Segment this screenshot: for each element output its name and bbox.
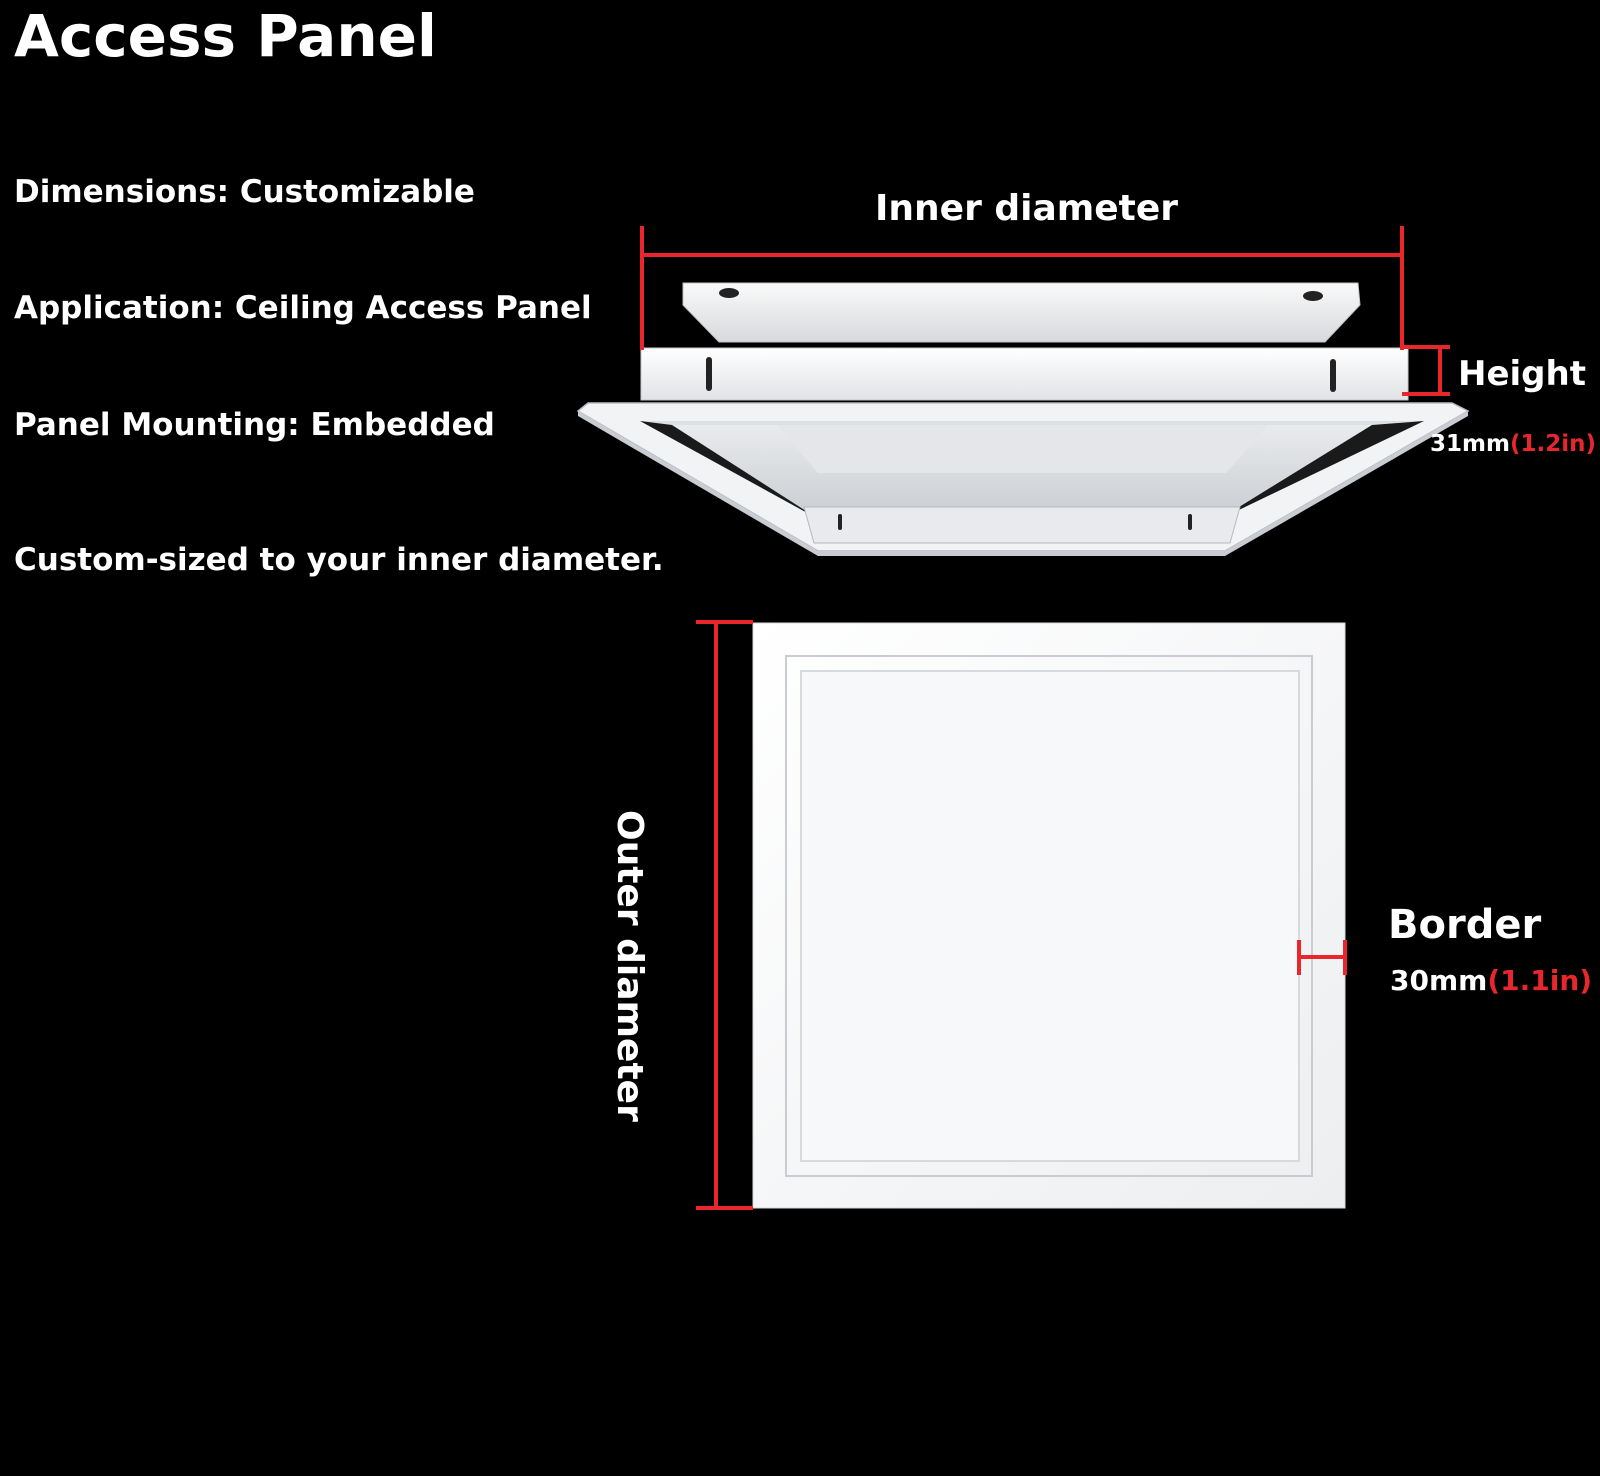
spec-application: Application: Ceiling Access Panel — [14, 290, 592, 326]
screw-hole-icon — [1303, 291, 1323, 301]
border-value: 30mm(1.1in) — [1390, 964, 1592, 997]
height-mm: 31mm — [1430, 431, 1510, 457]
panel-front-view — [752, 622, 1346, 1209]
slot-icon — [1188, 514, 1192, 530]
slot-icon — [838, 514, 842, 530]
frame-perspective-view — [576, 282, 1470, 556]
screw-hole-icon — [719, 288, 739, 298]
height-dimension — [1402, 345, 1450, 396]
spec-custom-size: Custom-sized to your inner diameter. — [14, 542, 664, 578]
outer-diameter-dimension — [696, 620, 753, 1210]
border-in: (1.1in) — [1487, 964, 1593, 997]
spec-mounting: Panel Mounting: Embedded — [14, 407, 495, 443]
height-value: 31mm(1.2in) — [1430, 431, 1596, 457]
outer-diameter-label: Outer diameter — [609, 810, 650, 1122]
spec-dimensions: Dimensions: Customizable — [14, 174, 475, 210]
inner-diameter-label: Inner diameter — [875, 188, 1179, 229]
inner-diameter-dimension — [640, 226, 1404, 350]
height-in: (1.2in) — [1509, 431, 1596, 457]
border-dimension — [1297, 940, 1347, 975]
height-label: Height — [1458, 354, 1586, 394]
slot-icon — [1330, 359, 1336, 392]
border-mm: 30mm — [1390, 964, 1488, 997]
slot-icon — [706, 357, 712, 391]
page-title: Access Panel — [14, 2, 437, 70]
border-label: Border — [1388, 902, 1542, 948]
